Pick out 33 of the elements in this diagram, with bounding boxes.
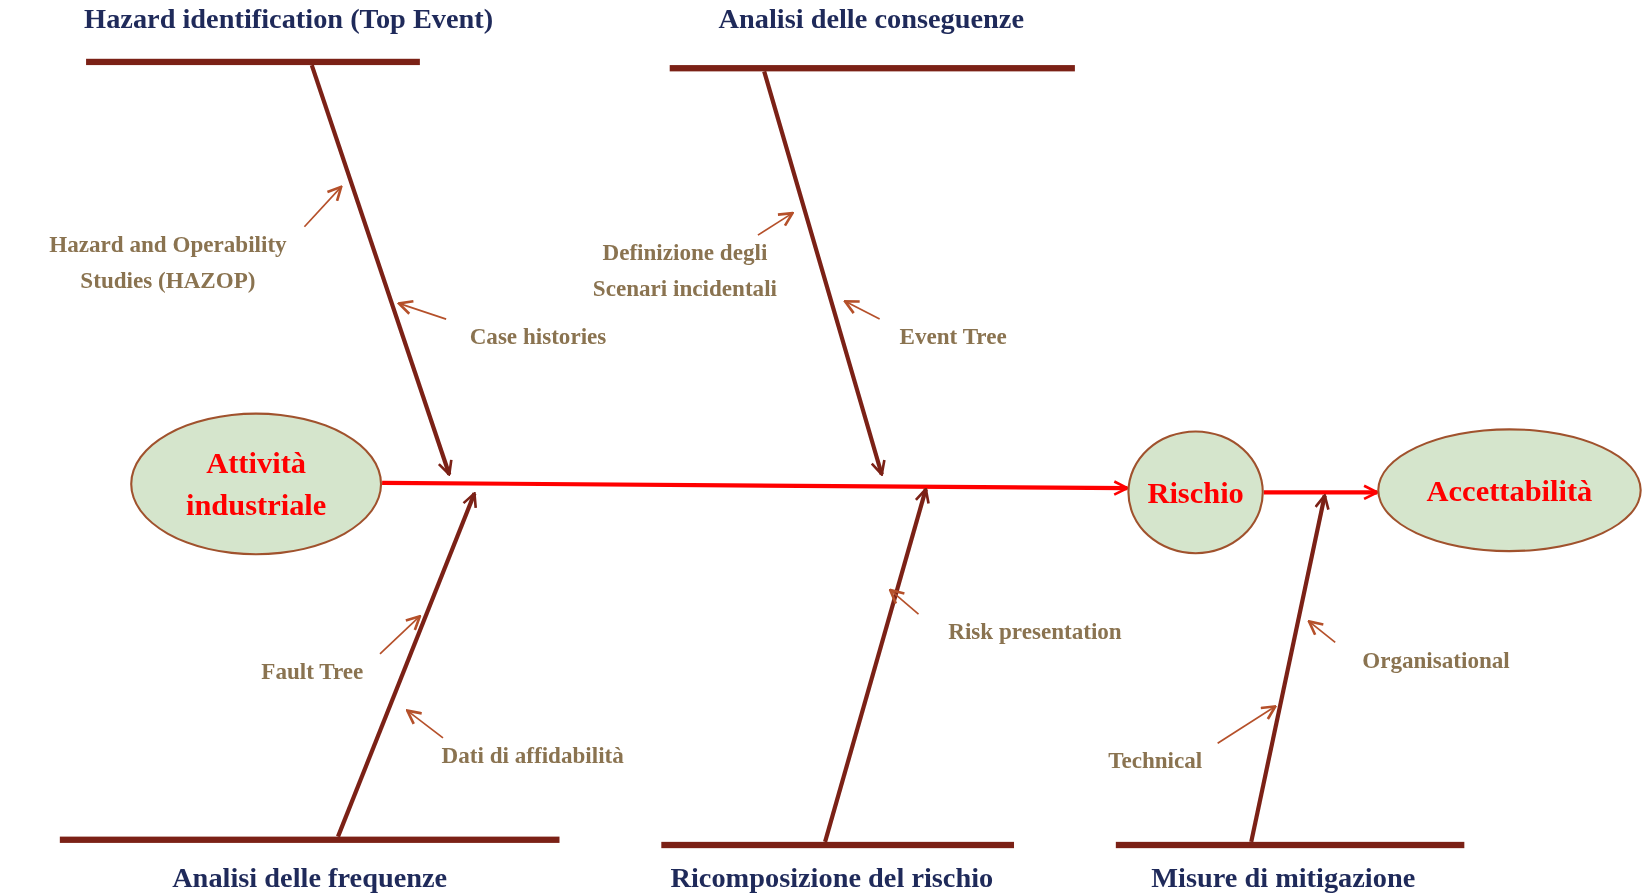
arrow [336,492,478,838]
category-heading: Hazard identification (Top Event) [83,2,495,36]
cause-label: Risk presentation [918,614,1152,650]
arrow [309,64,453,476]
arrow [303,185,343,228]
arrow [379,614,422,655]
oval-node: Rischio [1127,430,1264,555]
cause-label: Organisational [1335,642,1537,679]
oval-node: Attività industriale [130,412,383,556]
cause-label: Technical [1089,743,1221,779]
category-heading: Ricomposizione del rischio [669,860,995,894]
arrow [1249,494,1330,843]
arrow [1263,484,1379,501]
cause-label: Event Tree [879,319,1027,355]
category-heading: Analisi delle frequenze [171,860,449,894]
arrow [1216,705,1277,745]
arrow [382,480,1129,496]
arrow [888,588,920,615]
cause-label: Definizione degli Scenari incidentali [572,235,798,307]
arrow [405,709,444,739]
arrow [757,211,794,236]
cause-label: Hazard and Operability Studies (HAZOP) [10,226,326,299]
oval-node: Accettabilità [1377,428,1642,553]
arrow [823,487,930,843]
category-heading: Misure di mitigazione [1150,860,1417,894]
arrow [1307,620,1337,644]
category-heading: Analisi delle conseguenze [717,2,1025,36]
cause-label: Case histories [446,319,630,355]
arrow [843,299,881,320]
arrow [762,70,886,476]
cause-label: Dati di affidabilità [409,737,657,774]
cause-label: Fault Tree [241,653,384,690]
arrow [397,300,447,320]
